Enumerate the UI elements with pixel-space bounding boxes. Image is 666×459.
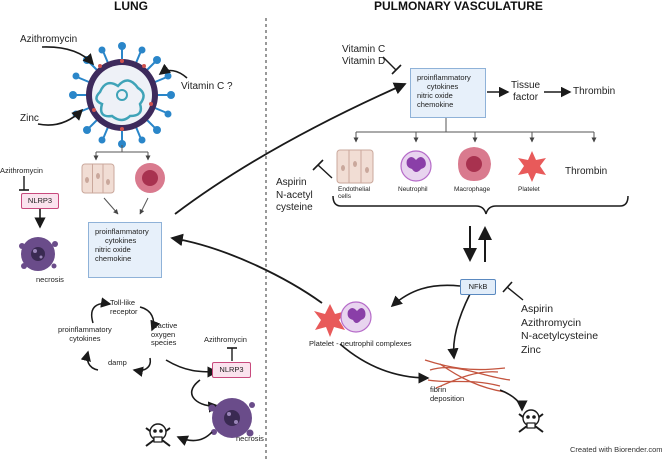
azithromycin-top-label: Azithromycin [20,34,78,45]
fibrin-deposition-label: fibrin deposition [430,385,465,403]
reactive-line-1: reactive [151,321,178,330]
zinc-label: Zinc [20,113,39,124]
inhibitor-zinc: Zinc [521,343,541,356]
fibrin-line: fibrin [430,385,447,394]
platelet-icon [518,151,546,182]
tissue-line: Tissue [511,80,541,91]
neutrophil-icon [400,150,432,182]
cycle-toll-like-label: Toll-like receptor [110,298,138,316]
lung-epithelial-cells-icon [81,163,115,194]
skull-right-icon [518,409,544,433]
azithromycin-bottom-label: Azithromycin [204,335,247,344]
macrophage-label: Macrophage [454,186,491,193]
vasculature-header: PULMONARY VASCULATURE [374,0,543,13]
vitamin-c-question-label: Vitamin C ? [181,81,233,92]
nfkb-inhibitors-label: Aspirin Azithromycin N-acetylcysteine Zi… [521,303,598,358]
platelet-complex-label: Platelet - neutrophil complexes [309,339,412,348]
endothelial-cells-icon [336,149,374,184]
azithromycin-left-label: Azithromycin [0,166,43,175]
toll-like-line-1: Toll-like [110,298,136,307]
nfkb-tag: NFkB [460,279,496,295]
aspirin-nac-label: Aspirin N-acetyl cysteine [276,177,313,215]
platelet-neutrophil-complex-icon [314,301,372,337]
necrotic-cell-left-icon [19,237,58,271]
vitamins-label: Vitamin C Vitamin D [342,44,385,67]
vasculature-cytokine-box: proinflammatory cytokines nitric oxide c… [410,68,486,118]
fibrin-strands-icon [424,359,511,393]
toll-like-line-2: receptor [110,306,138,316]
cycle-proinflammatory-label: proinflammatory cytokines [58,325,112,343]
vitamin-d-label: Vitamin D [342,55,386,67]
thrombin-top-label: Thrombin [573,86,616,97]
necrosis-bottom-label: necrosis [236,434,264,443]
virus-icon [69,42,175,148]
proinflammatory-line-2: cytokines [69,333,101,343]
nlrp3-left-tag: NLRP3 [21,193,59,209]
reactive-line-3: species [151,338,177,348]
endothelial-cells-label: Endothelial cells [338,186,371,201]
inhibitor-aspirin: Aspirin [521,303,554,315]
nlrp3-bottom-tag: NLRP3 [212,362,251,378]
biorender-credit: Created with Biorender.com [570,445,663,454]
cysteine-line: cysteine [276,202,313,213]
necrotic-cell-bottom-icon [208,398,255,438]
lung-macrophage-icon [135,163,165,193]
lung-box-line-4: chemokine [95,254,132,263]
neutrophil-label: Neutrophil [398,186,428,193]
platelet-label: Platelet [518,186,540,193]
lung-box-line-1: proinflammatory [95,227,149,236]
deposition-line: deposition [430,393,465,403]
cycle-damp-label: damp [108,358,127,367]
skull-left-icon [145,423,171,447]
inhibitor-azithromycin: Azithromycin [521,316,582,329]
vasc-box-line-4: chemokine [417,100,454,109]
aspirin-line: Aspirin [276,177,307,188]
factor-line: factor [513,91,539,103]
vasc-box-line-1: proinflammatory [417,73,471,82]
cycle-reactive-label: reactive oxygen species [151,321,178,348]
reactive-line-2: oxygen [151,329,176,339]
inhibitor-nac: N-acetylcysteine [521,330,599,343]
proinflammatory-line-1: proinflammatory [58,325,112,334]
tissue-factor-label: Tissue factor [511,80,540,103]
lung-box-line-2: cytokines [105,236,137,245]
vasc-box-line-3: nitric oxide [417,91,453,100]
lung-header: LUNG [114,0,148,13]
macrophage-icon [458,147,491,181]
lung-cytokine-box: proinflammatory cytokines nitric oxide c… [88,222,162,278]
necrosis-left-label: necrosis [36,275,64,284]
thrombin-right-label: Thrombin [565,166,608,177]
vasc-box-line-2: cytokines [427,82,459,91]
vitamin-c-label: Vitamin C [342,44,386,55]
n-acetyl-line: N-acetyl [276,189,313,201]
lung-box-line-3: nitric oxide [95,245,131,254]
